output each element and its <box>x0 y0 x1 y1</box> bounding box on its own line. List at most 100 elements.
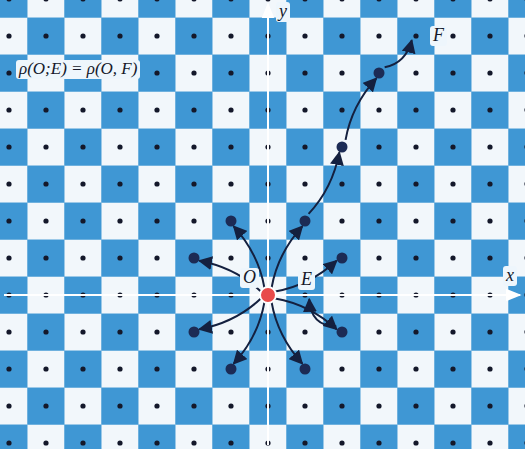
board-square <box>398 203 435 240</box>
lattice-dot <box>376 107 381 112</box>
board-square <box>28 18 65 55</box>
lattice-dot <box>376 255 381 260</box>
lattice-dot <box>228 144 233 149</box>
reached-point <box>337 253 348 264</box>
board-square <box>509 0 525 18</box>
board-square <box>287 314 324 351</box>
lattice-dot <box>339 181 344 186</box>
board-square <box>287 18 324 55</box>
lattice-dot <box>154 366 159 371</box>
board-square <box>398 425 435 449</box>
lattice-dot <box>302 403 307 408</box>
lattice-dot <box>450 181 455 186</box>
board-square <box>28 0 65 18</box>
lattice-dot <box>228 255 233 260</box>
lattice-dot <box>413 33 418 38</box>
reached-point <box>337 142 348 153</box>
lattice-dot <box>376 329 381 334</box>
lattice-dot <box>154 0 159 2</box>
board-square <box>435 425 472 449</box>
board-square <box>509 129 525 166</box>
board-square <box>361 203 398 240</box>
lattice-dot <box>524 33 525 38</box>
reached-point <box>226 216 237 227</box>
move-arrow <box>234 226 265 287</box>
board-square <box>324 314 361 351</box>
lattice-dot <box>524 255 525 260</box>
lattice-dot <box>80 329 85 334</box>
board-square <box>361 351 398 388</box>
lattice-dot <box>487 107 492 112</box>
board-square <box>65 351 102 388</box>
lattice-dot <box>487 33 492 38</box>
lattice-dot <box>43 33 48 38</box>
lattice-dot <box>6 218 11 223</box>
board-square <box>472 55 509 92</box>
board-square <box>28 129 65 166</box>
reached-point <box>189 327 200 338</box>
board-square <box>435 203 472 240</box>
board-square <box>213 92 250 129</box>
board-square <box>324 129 361 166</box>
board-square <box>324 203 361 240</box>
board-square <box>65 166 102 203</box>
board-square <box>324 55 361 92</box>
board-square <box>65 129 102 166</box>
board-square <box>65 92 102 129</box>
board-square <box>213 351 250 388</box>
lattice-dot <box>413 218 418 223</box>
board-square <box>287 425 324 449</box>
lattice-dot <box>413 181 418 186</box>
lattice-dot <box>339 33 344 38</box>
lattice-dot <box>339 0 344 2</box>
lattice-dot <box>154 107 159 112</box>
board-square <box>65 18 102 55</box>
lattice-dot <box>154 329 159 334</box>
lattice-dot <box>117 366 122 371</box>
lattice-dot <box>80 440 85 445</box>
point-label: O <box>240 268 259 288</box>
board-square <box>287 92 324 129</box>
board-square <box>65 388 102 425</box>
board-square <box>398 240 435 277</box>
lattice-dot <box>154 255 159 260</box>
lattice-dot <box>376 181 381 186</box>
board-square <box>324 240 361 277</box>
lattice-dot <box>191 70 196 75</box>
reached-point <box>189 253 200 264</box>
board-square <box>398 129 435 166</box>
board-square <box>28 166 65 203</box>
lattice-dot <box>524 144 525 149</box>
lattice-dot <box>487 0 492 2</box>
lattice-dot <box>339 218 344 223</box>
lattice-dot <box>524 0 525 2</box>
lattice-dot <box>376 366 381 371</box>
board-square <box>509 18 525 55</box>
move-arrow <box>199 261 260 292</box>
lattice-dot <box>154 218 159 223</box>
board-square <box>139 18 176 55</box>
board-square <box>361 314 398 351</box>
board-square <box>398 351 435 388</box>
board-square <box>176 92 213 129</box>
board-square <box>102 240 139 277</box>
board-square <box>287 351 324 388</box>
lattice-dot <box>154 33 159 38</box>
board-square <box>509 203 525 240</box>
board-square <box>65 0 102 18</box>
board-square <box>102 314 139 351</box>
board-square <box>472 388 509 425</box>
lattice-dot <box>43 366 48 371</box>
lattice-dot <box>117 0 122 2</box>
move-arrow <box>309 299 336 326</box>
board-square <box>102 129 139 166</box>
board-square <box>176 166 213 203</box>
board-square <box>176 129 213 166</box>
lattice-dot <box>43 0 48 2</box>
board-square <box>472 129 509 166</box>
lattice-dot <box>450 366 455 371</box>
lattice-dot <box>487 329 492 334</box>
lattice-dot <box>228 107 233 112</box>
lattice-dot <box>80 366 85 371</box>
board-square <box>398 18 435 55</box>
